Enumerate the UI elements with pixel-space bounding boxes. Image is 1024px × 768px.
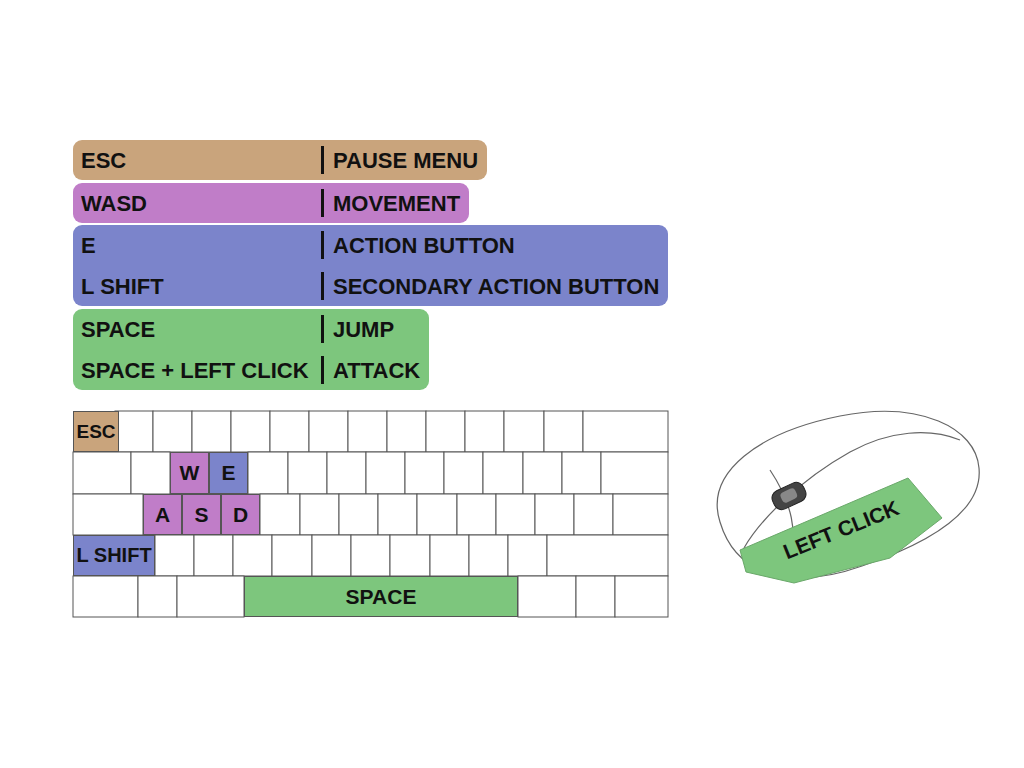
key-name: ESC xyxy=(81,140,126,181)
key-label: S xyxy=(194,503,208,527)
mouse-left-button: LEFT CLICK xyxy=(738,476,944,584)
key-name: SPACE xyxy=(81,309,155,350)
control-band: E ACTION BUTTON L SHIFT SECONDARY ACTION BU… xyxy=(73,225,668,306)
key-label: E xyxy=(221,461,235,485)
key-name: SPACE + LEFT CLICK xyxy=(81,350,309,391)
action-name: JUMP xyxy=(333,309,394,350)
action-name: ATTACK xyxy=(333,350,420,391)
key-name: L SHIFT xyxy=(81,266,164,307)
column-divider xyxy=(321,315,324,343)
column-divider xyxy=(321,189,324,217)
action-name: MOVEMENT xyxy=(333,183,460,224)
control-band: SPACE JUMP SPACE + LEFT CLICK ATTACK xyxy=(73,309,429,390)
keyboard-key: A xyxy=(143,494,182,535)
scroll-wheel xyxy=(769,480,808,512)
keyboard-key: SPACE xyxy=(244,576,518,617)
key-label: A xyxy=(155,503,170,527)
key-label: L SHIFT xyxy=(76,544,151,567)
key-name: WASD xyxy=(81,183,147,224)
keyboard-key: W xyxy=(170,452,209,494)
action-name: ACTION BUTTON xyxy=(333,225,515,266)
key-label: W xyxy=(180,461,200,485)
column-divider xyxy=(321,146,324,174)
key-label: D xyxy=(233,503,248,527)
column-divider xyxy=(321,231,324,259)
key-label: SPACE xyxy=(346,585,417,609)
key-label: ESC xyxy=(76,421,115,443)
action-name: PAUSE MENU xyxy=(333,140,478,181)
control-band: WASD MOVEMENT xyxy=(73,183,469,223)
keyboard-key: D xyxy=(221,494,260,535)
keyboard-key: L SHIFT xyxy=(73,535,155,576)
column-divider xyxy=(321,356,324,384)
button-fill xyxy=(740,478,942,583)
keyboard-key: S xyxy=(182,494,221,535)
control-band: ESC PAUSE MENU xyxy=(73,140,487,180)
column-divider xyxy=(321,272,324,300)
key-name: E xyxy=(81,225,96,266)
keyboard-key: E xyxy=(209,452,248,494)
action-name: SECONDARY ACTION BUTTON xyxy=(333,266,659,307)
keyboard-key: ESC xyxy=(73,411,119,452)
